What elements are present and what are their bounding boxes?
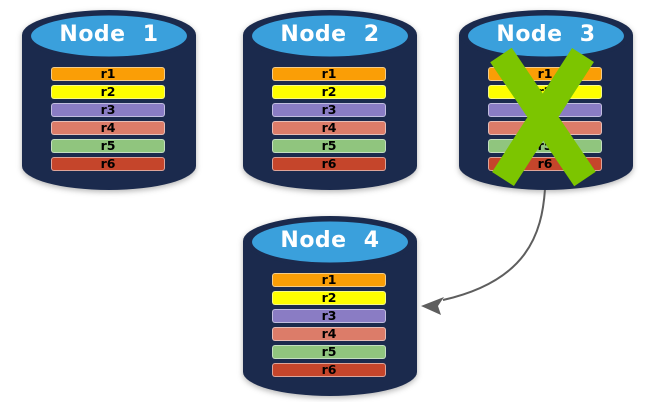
node-2-row-r2: r2 (272, 85, 386, 99)
node-1-row-r6: r6 (51, 157, 165, 171)
failure-x-icon (490, 47, 596, 187)
node-label: Node 2 (280, 22, 380, 47)
node-2-row-r3: r3 (272, 103, 386, 117)
replica-row-list: r1 r2 r3 r4 r5 r6 (51, 67, 165, 171)
node-1-row-r5: r5 (51, 139, 165, 153)
failover-arrowhead-icon (421, 297, 444, 315)
node-label: Node 1 (59, 22, 159, 47)
node-2: Node 2 r1 r2 r3 r4 r5 r6 (240, 8, 420, 194)
node-1-row-r3: r3 (51, 103, 165, 117)
node-2-row-r6: r6 (272, 157, 386, 171)
failover-arrow-line (442, 188, 546, 301)
node-1-row-r2: r2 (51, 85, 165, 99)
node-4-row-r2: r2 (272, 291, 386, 305)
node-label: Node 4 (280, 228, 380, 253)
node-4-row-r1: r1 (272, 273, 386, 287)
node-2-row-r5: r5 (272, 139, 386, 153)
replica-row-list: r1 r2 r3 r4 r5 r6 (272, 273, 386, 377)
node-1-row-r4: r4 (51, 121, 165, 135)
node-2-row-r1: r1 (272, 67, 386, 81)
node-4-row-r4: r4 (272, 327, 386, 341)
replica-row-list: r1 r2 r3 r4 r5 r6 (272, 67, 386, 171)
node-label: Node 3 (496, 22, 596, 47)
node-4: Node 4 r1 r2 r3 r4 r5 r6 (240, 214, 420, 400)
node-4-row-r3: r3 (272, 309, 386, 323)
node-1-row-r1: r1 (51, 67, 165, 81)
node-2-row-r4: r4 (272, 121, 386, 135)
node-4-row-r5: r5 (272, 345, 386, 359)
node-1: Node 1 r1 r2 r3 r4 r5 r6 (19, 8, 199, 194)
node-4-row-r6: r6 (272, 363, 386, 377)
